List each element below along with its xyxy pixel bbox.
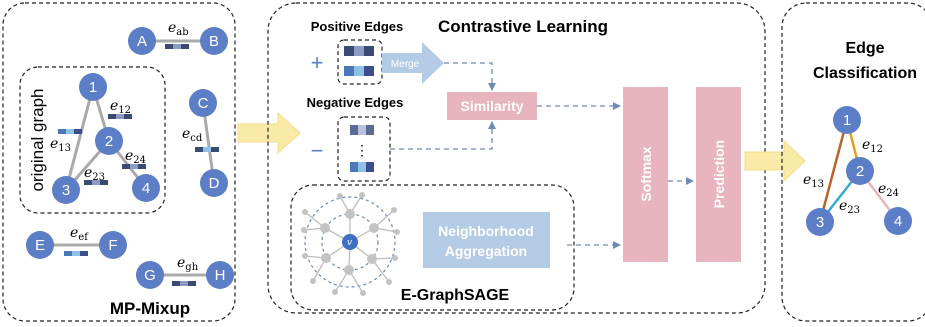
svg-text:G: G [144,267,156,284]
svg-text:D: D [209,175,220,192]
node-4: 4 [132,174,160,202]
neighborhood-aggregation-box [423,212,550,268]
svg-text:1: 1 [89,79,97,96]
softmax-label: Softmax [638,146,654,201]
feature-vector-24 [122,164,146,169]
edge-label-cd: ecd [182,126,203,144]
mpmixup-title: MP-Mixup [110,299,190,318]
classification-title-line1: Edge [845,40,884,57]
feature-vector-cd [195,147,219,152]
svg-text:H: H [215,267,226,284]
classification-title-line2: Classification [813,65,917,82]
similarity-label: Similarity [460,98,523,114]
node-2: 2 [95,127,123,155]
classified-edge-13 [818,119,849,223]
svg-text:A: A [137,33,147,50]
classified-label-12: e12 [862,137,883,155]
node-3: 3 [52,176,80,204]
svg-text:4: 4 [894,213,902,230]
prediction-box [696,87,741,262]
classified-node-4: 4 [884,207,912,235]
positive-vector-1 [344,46,374,56]
classified-label-13: e13 [803,172,824,190]
plus-icon: + [311,50,324,75]
edge-label-ab: eab [168,20,189,38]
node-f: F [99,231,127,259]
svg-text:2: 2 [856,163,864,180]
classified-label-24: e24 [878,181,899,199]
classified-node-3: 3 [806,208,834,236]
feature-vector-ef [64,251,88,256]
flow-arrow-2 [744,139,806,183]
svg-text:1: 1 [843,112,851,129]
edge-label-24: e24 [125,148,146,166]
similarity-box [447,92,537,120]
egraphsage-panel [290,184,575,311]
edge-label-ef: eef [70,225,89,243]
minus-icon: − [311,138,324,163]
classified-label-23: e23 [839,198,860,216]
svg-text:F: F [108,237,117,254]
svg-text:4: 4 [142,180,150,197]
svg-text:B: B [209,33,219,50]
node-b: B [200,27,228,55]
negative-vector-2 [350,162,374,172]
center-node-label: v [347,238,352,248]
contrastive-title: Contrastive Learning [438,17,608,36]
svg-text:3: 3 [62,182,70,199]
svg-text:2: 2 [105,133,113,150]
edge-label-13: e13 [50,136,71,154]
positive-edges-label: Positive Edges [311,19,403,34]
edge-label-12: e12 [110,98,131,116]
feature-vector-23 [84,180,108,185]
positive-vector-2 [344,66,374,76]
vertical-dots: ⋮ [355,142,369,158]
node-e: E [26,231,54,259]
softmax-box [623,87,668,262]
node-g: G [136,261,164,289]
node-1: 1 [79,73,107,101]
merge-label: Merge [391,59,420,70]
feature-vector-ab [165,44,189,49]
feature-vector-gh [172,281,196,286]
node-d: D [200,169,228,197]
negative-edges-label: Negative Edges [307,95,404,110]
neighborhood-graph-icon: v [301,192,400,296]
svg-text:3: 3 [816,214,824,231]
original-graph-label: original graph [28,88,47,191]
edge-label-gh: egh [177,255,199,273]
svg-text:C: C [198,95,209,112]
negative-edges-box [337,116,391,182]
neighborhood-label-line1: Neighborhood [438,223,534,239]
egraphsage-title: E-GraphSAGE [401,287,510,304]
merge-arrow [382,42,444,84]
feature-vector-13 [58,129,82,134]
svg-text:E: E [35,237,45,254]
classification-panel [781,2,925,322]
negative-vector-1 [350,125,374,135]
prediction-label: Prediction [711,140,727,208]
node-c: C [189,89,217,117]
edge-label-23: e23 [84,165,105,183]
dashed-arrows [390,62,694,249]
classified-node-1: 1 [833,106,861,134]
classified-node-2: 2 [846,157,874,185]
node-h: H [206,261,234,289]
node-a: A [128,27,156,55]
original-graph-box [19,66,166,214]
mpmixup-panel [2,2,236,322]
feature-vector-12 [108,114,132,119]
neighborhood-label-line2: Aggregation [445,243,527,259]
flow-arrow-1 [237,111,301,155]
